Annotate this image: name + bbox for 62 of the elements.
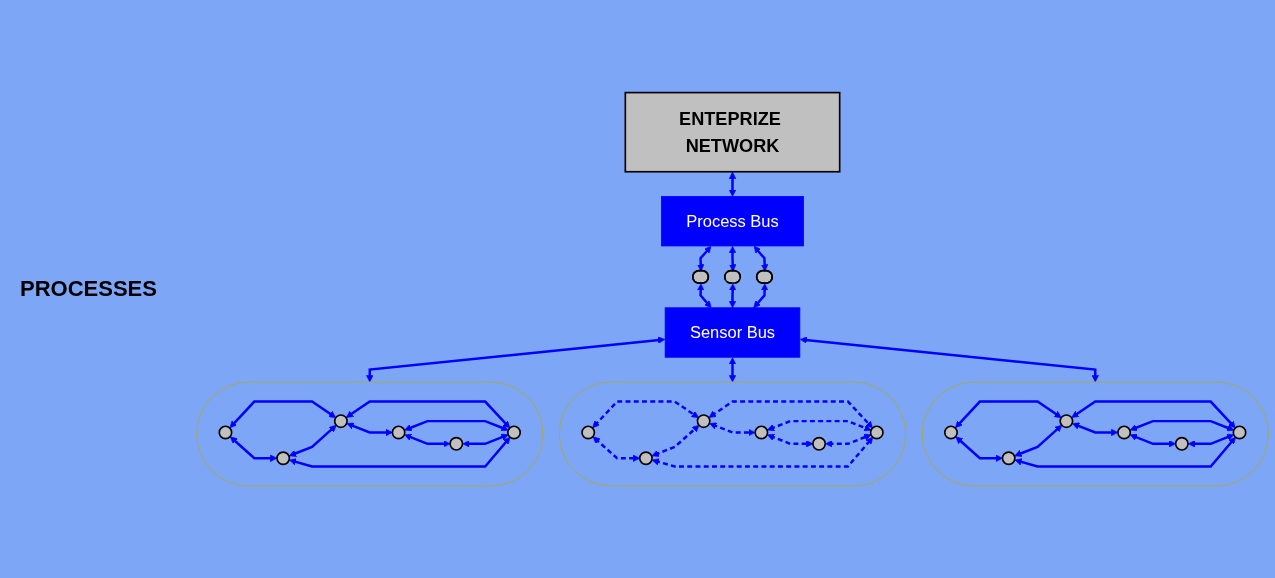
arrow xyxy=(753,245,769,272)
node-circle xyxy=(449,436,464,451)
arrow xyxy=(955,400,1062,428)
arrow xyxy=(651,436,874,468)
arrow xyxy=(728,245,737,272)
node-circle xyxy=(638,450,653,465)
node-circle xyxy=(943,425,958,440)
arrow xyxy=(955,436,1003,462)
node-box: ENTEPRIZE NETWORK xyxy=(624,91,841,173)
arrow xyxy=(651,424,700,457)
node-circle xyxy=(333,413,348,428)
arrow xyxy=(697,283,712,308)
arrow xyxy=(799,336,1099,382)
node-circle xyxy=(1001,450,1016,465)
arrow xyxy=(592,400,699,428)
arrow xyxy=(697,245,712,272)
arrow xyxy=(366,336,666,382)
arrow xyxy=(288,424,337,457)
arrow xyxy=(708,400,873,428)
node-circle xyxy=(1059,413,1074,428)
arrow xyxy=(1129,433,1176,448)
node-circle xyxy=(812,436,827,451)
arrow xyxy=(825,433,872,448)
arrow xyxy=(1014,424,1063,457)
node-circle xyxy=(507,425,522,440)
node-circle xyxy=(218,425,233,440)
node-circle xyxy=(1232,425,1247,440)
arrow xyxy=(728,171,737,197)
node-circle xyxy=(581,425,596,440)
arrow xyxy=(1014,436,1236,468)
arrow xyxy=(1071,400,1236,428)
arrow xyxy=(404,433,451,448)
cluster xyxy=(196,381,544,487)
section-label: PROCESSES xyxy=(20,276,158,302)
arrow xyxy=(767,433,814,448)
arrow xyxy=(404,419,509,431)
node-circle xyxy=(754,425,769,440)
node-circle xyxy=(1117,425,1132,440)
arrow xyxy=(592,436,641,462)
arrow xyxy=(1188,433,1235,448)
arrow xyxy=(1072,422,1119,436)
arrow xyxy=(462,433,509,448)
node-box: Sensor Bus xyxy=(664,307,801,358)
node-circle xyxy=(391,425,406,440)
node-circle xyxy=(869,425,884,440)
arrow xyxy=(230,436,278,462)
arrow xyxy=(229,400,337,428)
arrow xyxy=(728,283,737,308)
arrow xyxy=(289,436,511,468)
node-circle xyxy=(696,413,711,428)
arrow xyxy=(767,419,872,431)
arrow xyxy=(345,400,511,428)
arrow xyxy=(753,283,769,308)
node-box: Process Bus xyxy=(661,195,804,246)
arrow xyxy=(1129,419,1235,431)
arrow xyxy=(346,422,393,436)
arrow xyxy=(709,422,756,436)
node-circle xyxy=(276,450,291,465)
node-circle xyxy=(1174,436,1189,451)
cluster xyxy=(921,381,1269,487)
cluster xyxy=(558,381,907,487)
arrow xyxy=(728,356,737,382)
